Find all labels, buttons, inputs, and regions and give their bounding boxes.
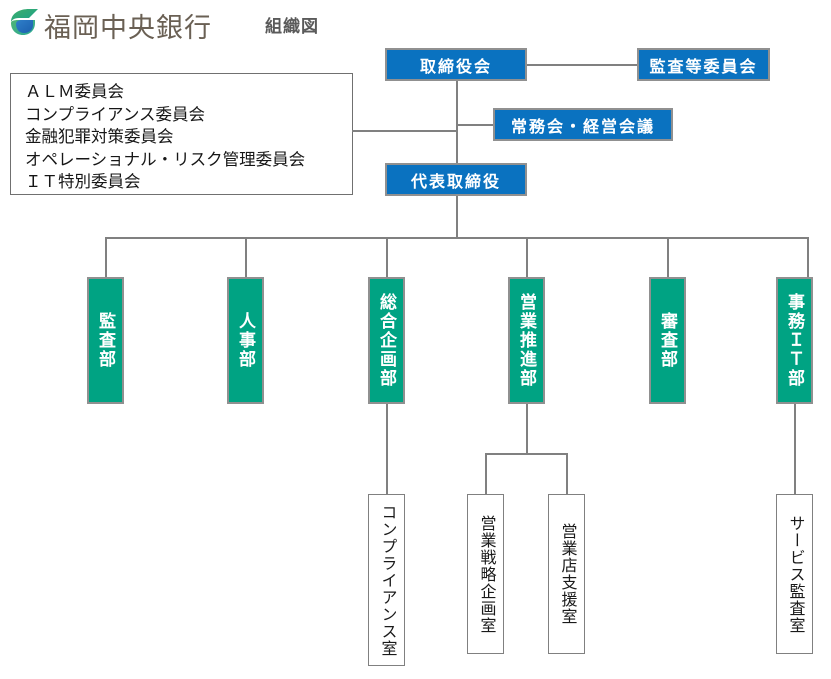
connector-trunk-to-committees xyxy=(352,130,457,132)
box-subunit-sales-strategy-office[interactable]: 営業戦略企画室 xyxy=(467,494,504,654)
page-header: 福岡中央銀行 組織図 xyxy=(0,0,831,48)
subunit-split-bus xyxy=(485,453,568,455)
connector-board-trunk xyxy=(456,81,458,163)
box-subunit-branch-support-office[interactable]: 営業店支援室 xyxy=(548,494,585,654)
box-department-operations-it[interactable]: 事務ＩＴ部 xyxy=(776,277,813,404)
connector-bus-to-department xyxy=(386,237,388,277)
box-department-planning[interactable]: 総合企画部 xyxy=(368,277,405,404)
bank-name: 福岡中央銀行 xyxy=(44,13,212,43)
connector-trunk-to-executive xyxy=(456,124,494,126)
connector-bus-to-department xyxy=(807,237,809,277)
box-audit-committee[interactable]: 監査等委員会 xyxy=(637,48,770,81)
connector-bus-to-department xyxy=(105,237,107,277)
connector-department-to-subunit xyxy=(794,404,796,494)
connector-bus-to-department xyxy=(245,237,247,277)
connector-bus-to-department xyxy=(526,237,528,277)
connector-split-to-subunit xyxy=(485,453,487,494)
box-subunit-compliance-office[interactable]: コンプライアンス室 xyxy=(368,494,405,666)
box-executive-meeting[interactable]: 常務会・経営会議 xyxy=(493,108,673,141)
connector-board-to-audit xyxy=(524,64,638,66)
box-subunit-service-audit-office[interactable]: サービス監査室 xyxy=(776,494,813,654)
box-department-sales-promotion[interactable]: 営業推進部 xyxy=(508,277,545,404)
box-department-audit[interactable]: 監査部 xyxy=(87,277,124,404)
bank-logo-icon xyxy=(8,8,40,38)
box-department-hr[interactable]: 人事部 xyxy=(227,277,264,404)
committee-list-panel: ＡＬＭ委員会 コンプライアンス委員会 金融犯罪対策委員会 オペレーショナル・リス… xyxy=(10,73,353,195)
page-title: 組織図 xyxy=(265,17,319,36)
department-bus-line xyxy=(105,237,808,239)
committee-item: ＩＴ特別委員会 xyxy=(25,173,141,191)
connector-bus-to-department xyxy=(667,237,669,277)
connector-split-to-subunit xyxy=(566,453,568,494)
committee-item: コンプライアンス委員会 xyxy=(25,105,206,124)
box-department-credit-screening[interactable]: 審査部 xyxy=(649,277,686,404)
connector-department-to-split xyxy=(526,404,528,454)
box-board-of-directors[interactable]: 取締役会 xyxy=(385,48,527,81)
box-representative-director[interactable]: 代表取締役 xyxy=(385,163,527,196)
connector-department-to-subunit xyxy=(386,404,388,494)
committee-item: ＡＬＭ委員会 xyxy=(25,83,124,101)
committee-item: オペレーショナル・リスク管理委員会 xyxy=(25,150,306,169)
committee-item: 金融犯罪対策委員会 xyxy=(25,128,174,146)
connector-director-trunk xyxy=(456,196,458,238)
